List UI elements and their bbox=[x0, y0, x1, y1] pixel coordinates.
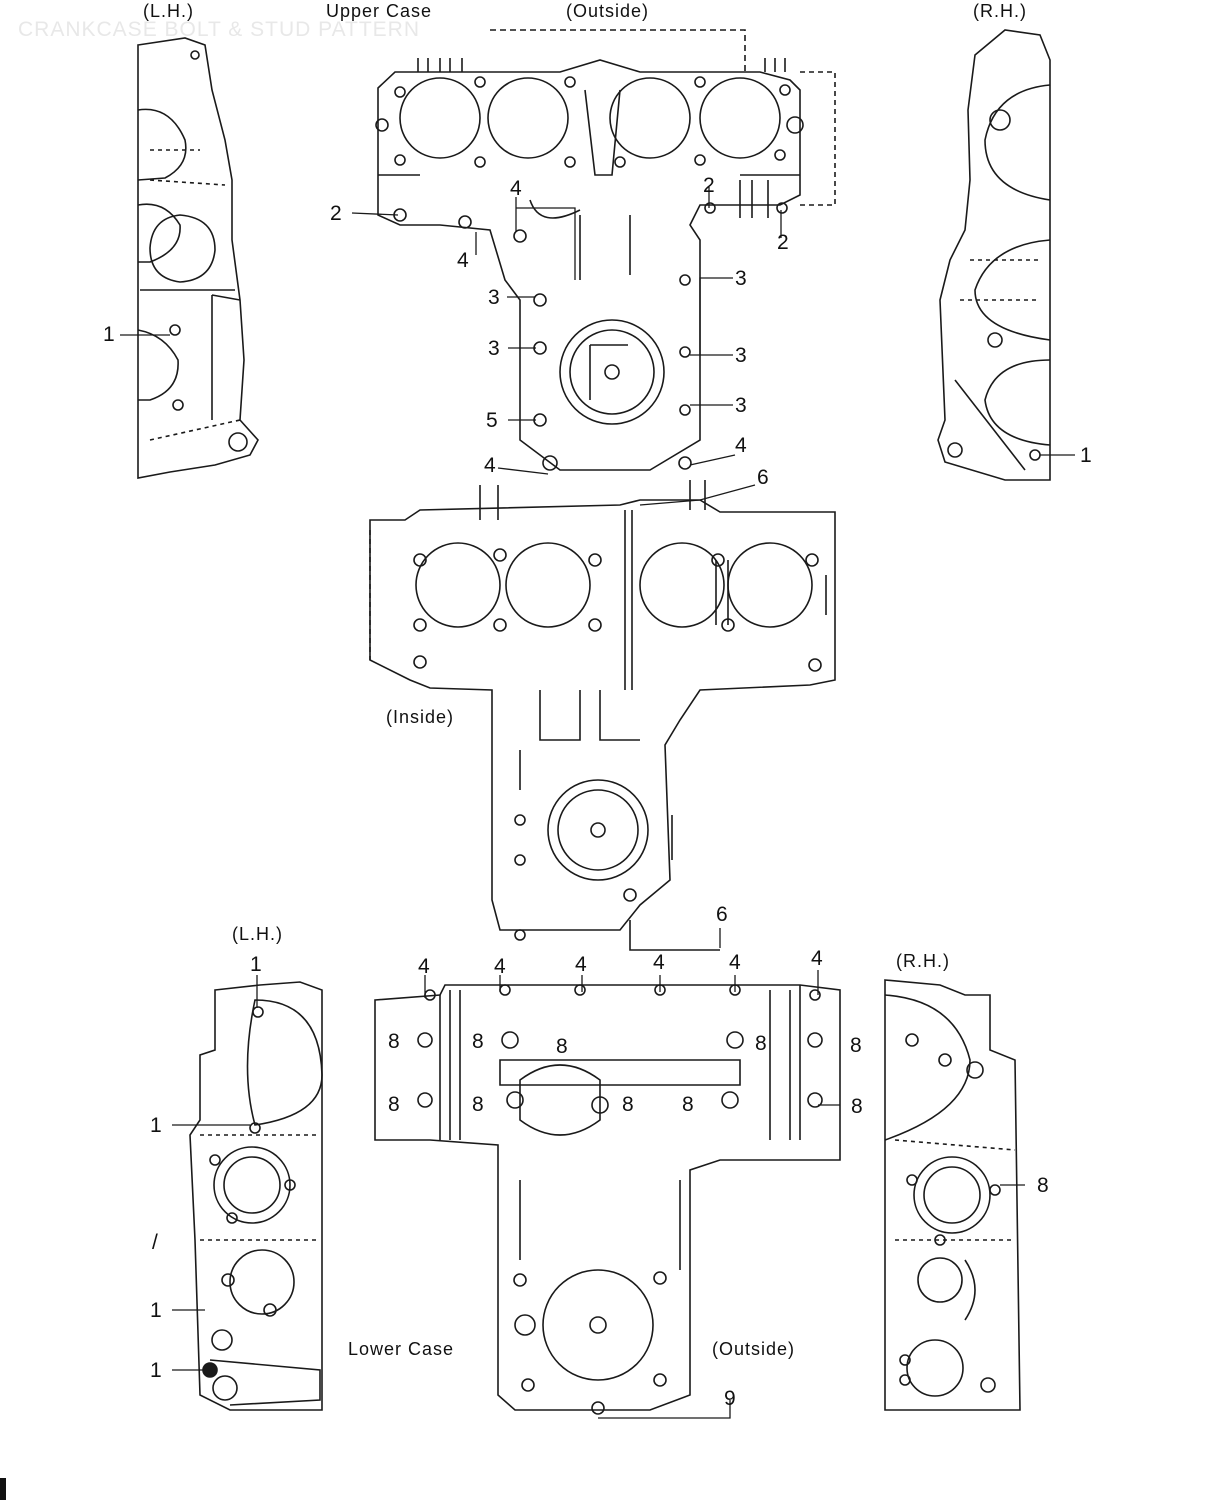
callout-4-lower-f: 4 bbox=[811, 947, 823, 970]
page-edge-mark bbox=[0, 1478, 6, 1500]
upper-lh-side-view bbox=[137, 37, 259, 479]
callout-1-lower-top: 1 bbox=[250, 953, 262, 976]
callout-8-rh: 8 bbox=[1037, 1174, 1049, 1197]
callout-8-e: 8 bbox=[850, 1034, 862, 1057]
diagram-title: CRANKCASE BOLT & STUD PATTERN bbox=[18, 18, 421, 41]
lower-rh-side-view bbox=[884, 979, 1021, 1411]
lower-outside-header: (Outside) bbox=[712, 1339, 796, 1359]
callout-9: 9 bbox=[724, 1387, 736, 1410]
callout-4-bottom-right: 4 bbox=[735, 434, 747, 457]
callout-upper-lh-1: 1 bbox=[103, 323, 115, 346]
upper-outside-header: (Outside) bbox=[566, 1, 650, 21]
callout-8-i: 8 bbox=[682, 1093, 694, 1116]
callout-4-lower-d: 4 bbox=[653, 951, 665, 974]
upper-rh-header: (R.H.) bbox=[973, 1, 1027, 21]
callout-8-h: 8 bbox=[622, 1093, 634, 1116]
callout-4-lower-b: 4 bbox=[494, 955, 506, 978]
callout-4-left: 4 bbox=[457, 249, 469, 272]
callout-2-right: 2 bbox=[777, 231, 789, 254]
callout-3-c: 3 bbox=[488, 337, 500, 360]
callout-3-d: 3 bbox=[735, 344, 747, 367]
upper-rh-side-view bbox=[937, 29, 1051, 481]
callout-6-upper: 6 bbox=[757, 466, 769, 489]
callout-4-lower-c: 4 bbox=[575, 953, 587, 976]
callout-6-lower: 6 bbox=[716, 903, 728, 926]
lower-case-header: Lower Case bbox=[348, 1339, 455, 1359]
callout-8-c: 8 bbox=[556, 1035, 568, 1058]
leader-lines bbox=[120, 187, 1075, 1419]
lower-lh-header: (L.H.) bbox=[232, 924, 283, 944]
callout-4-bottom-left: 4 bbox=[484, 454, 496, 477]
callout-3-e: 3 bbox=[735, 394, 747, 417]
callout-8-j: 8 bbox=[851, 1095, 863, 1118]
upper-case-header: Upper Case bbox=[326, 1, 433, 21]
callout-8-g: 8 bbox=[472, 1093, 484, 1116]
callout-1-lower-mid: 1 bbox=[150, 1114, 162, 1137]
callout-upper-rh-1: 1 bbox=[1080, 444, 1092, 467]
callout-4-top: 4 bbox=[510, 177, 522, 200]
callout-8-a: 8 bbox=[388, 1030, 400, 1053]
callout-3-b: 3 bbox=[735, 267, 747, 290]
callout-2-left: 2 bbox=[330, 202, 342, 225]
callout-5: 5 bbox=[486, 409, 498, 432]
callout-8-d: 8 bbox=[755, 1032, 767, 1055]
callout-8-f: 8 bbox=[388, 1093, 400, 1116]
inside-header: (Inside) bbox=[386, 707, 455, 727]
lower-lh-side-view bbox=[189, 981, 323, 1411]
callout-4-lower-e: 4 bbox=[729, 951, 741, 974]
callout-8-b: 8 bbox=[472, 1030, 484, 1053]
lower-rh-header: (R.H.) bbox=[896, 951, 950, 971]
callout-1-lower-bottom: 1 bbox=[150, 1359, 162, 1382]
callout-4-lower-a: 4 bbox=[418, 955, 430, 978]
callout-2-top-right: 2 bbox=[703, 174, 715, 197]
callout-3-a: 3 bbox=[488, 286, 500, 309]
upper-case-outside-view bbox=[375, 29, 836, 471]
upper-lh-header: (L.H.) bbox=[143, 1, 194, 21]
callout-1-lower-lower: 1 bbox=[150, 1299, 162, 1322]
callout-7: / bbox=[152, 1231, 158, 1254]
inside-view bbox=[369, 480, 836, 941]
